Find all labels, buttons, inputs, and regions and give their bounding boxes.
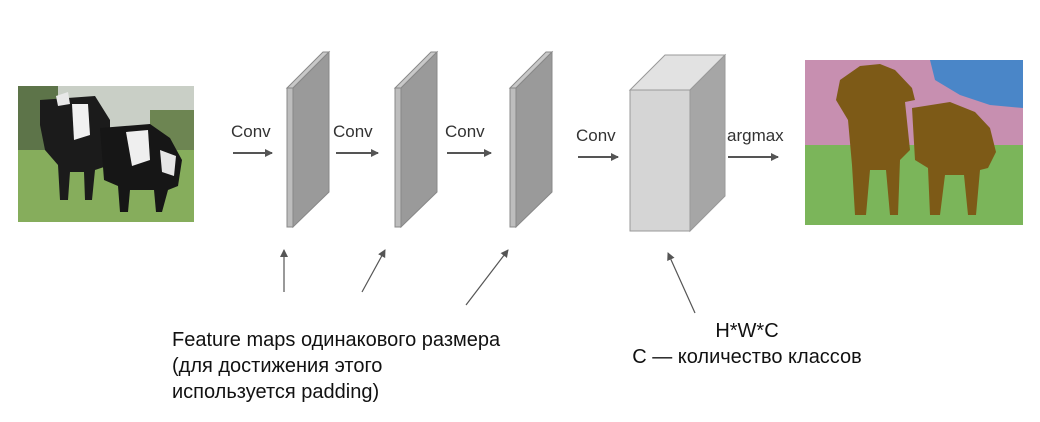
conv-label-3: Conv <box>445 122 485 141</box>
argmax-label: argmax <box>727 126 784 145</box>
conv-label-4: Conv <box>576 126 616 145</box>
conv-label-2: Conv <box>333 122 373 141</box>
feature-map-layer-3 <box>508 50 554 229</box>
segmentation-map <box>805 60 1023 225</box>
feature-maps-note-line-3: используется padding) <box>172 381 380 403</box>
output-note: H*W*C C — количество классов <box>612 318 882 370</box>
output-note-line-2: C — количество классов <box>632 346 862 368</box>
input-cow-photo <box>18 86 194 222</box>
feature-maps-note-line-1: Feature maps одинакового размера <box>172 329 501 351</box>
feature-maps-note-line-2: (для достижения этого <box>172 355 383 377</box>
feature-map-layer-2 <box>393 50 439 229</box>
feature-maps-note: Feature maps одинакового размера (для до… <box>172 327 500 405</box>
pointer-line-output <box>667 252 696 314</box>
conv-label-1: Conv <box>231 122 271 141</box>
output-note-line-1: H*W*C <box>715 320 779 342</box>
pointer-line-layer-2 <box>361 249 386 293</box>
pointer-line-layer-3 <box>465 249 509 306</box>
output-volume <box>628 53 727 233</box>
feature-map-layer-1 <box>285 50 331 229</box>
